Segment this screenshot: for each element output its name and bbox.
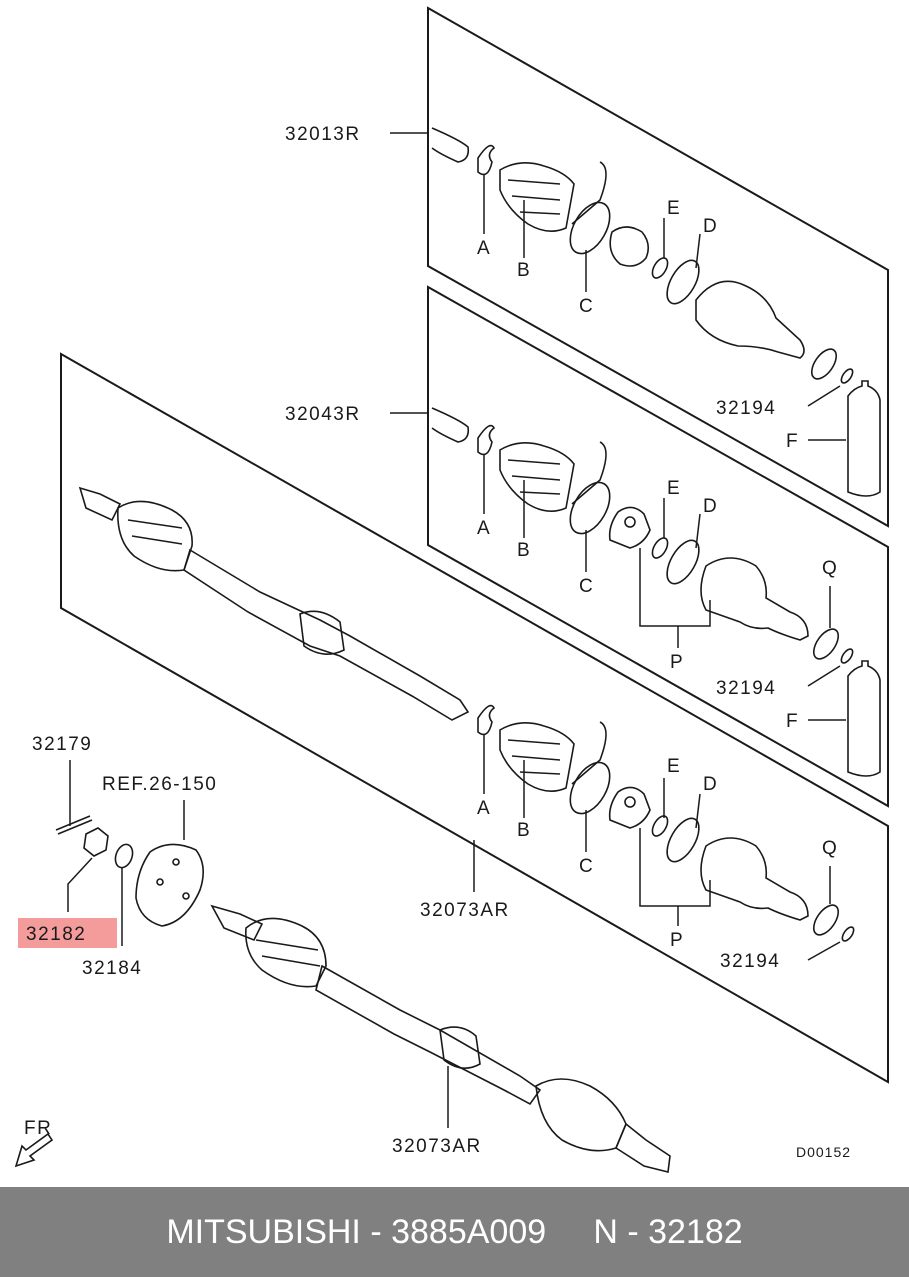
- upper-panel-parts: [431, 127, 881, 497]
- label-snap2: 32194: [716, 678, 776, 699]
- label-a2: A: [477, 518, 491, 539]
- label-c2: C: [579, 576, 594, 597]
- shaft-panel-frame: [60, 352, 889, 1084]
- label-d3: D: [703, 774, 718, 795]
- footer-bar: MITSUBISHI - 3885A009 N - 32182: [0, 1187, 909, 1277]
- label-b1: B: [517, 260, 531, 281]
- cotter-pin-icon: [55, 815, 93, 835]
- label-f1: F: [786, 431, 799, 452]
- label-shaft-panel: 32073AR: [420, 900, 510, 921]
- loose-parts: [55, 815, 204, 927]
- hub-icon: [135, 843, 204, 927]
- label-nut-highlighted: 32182: [26, 924, 86, 945]
- bottom-driveshaft: [210, 904, 671, 1173]
- label-e2: E: [667, 478, 681, 499]
- label-p2: P: [670, 652, 684, 673]
- footer-text: MITSUBISHI - 3885A009 N - 32182: [166, 1212, 743, 1251]
- label-snap1: 32194: [716, 398, 776, 419]
- label-shaft-bottom: 32073AR: [392, 1136, 482, 1157]
- label-a3: A: [477, 798, 491, 819]
- front-arrow-icon: [14, 1132, 54, 1168]
- middle-panel-parts: [431, 407, 881, 777]
- leader-lines: [67, 132, 846, 1128]
- label-middle-assembly: 32043R: [285, 404, 361, 425]
- label-d2: D: [703, 496, 718, 517]
- drawing-code: D00152: [796, 1144, 851, 1160]
- label-f2: F: [786, 711, 799, 732]
- label-fr: FR: [24, 1118, 52, 1139]
- label-a1: A: [477, 238, 491, 259]
- label-snap3: 32194: [720, 951, 780, 972]
- hub-nut-icon: [83, 827, 109, 857]
- middle-panel-frame: [427, 285, 889, 808]
- label-q2: Q: [822, 558, 838, 579]
- label-upper-assembly: 32013R: [285, 124, 361, 145]
- label-b2: B: [517, 540, 531, 561]
- label-q3: Q: [822, 838, 838, 859]
- label-ref: REF.26-150: [102, 774, 217, 795]
- label-e1: E: [667, 198, 681, 219]
- label-c3: C: [579, 856, 594, 877]
- label-d1: D: [703, 216, 718, 237]
- highlight-box: [18, 918, 117, 948]
- label-e3: E: [667, 756, 681, 777]
- label-cotter-pin: 32179: [32, 734, 92, 755]
- label-b3: B: [517, 820, 531, 841]
- label-washer: 32184: [82, 958, 142, 979]
- label-p3: P: [670, 930, 684, 951]
- washer-icon: [114, 843, 134, 869]
- shaft-panel-parts: [78, 486, 855, 942]
- label-c1: C: [579, 296, 594, 317]
- upper-panel-frame: [427, 6, 889, 528]
